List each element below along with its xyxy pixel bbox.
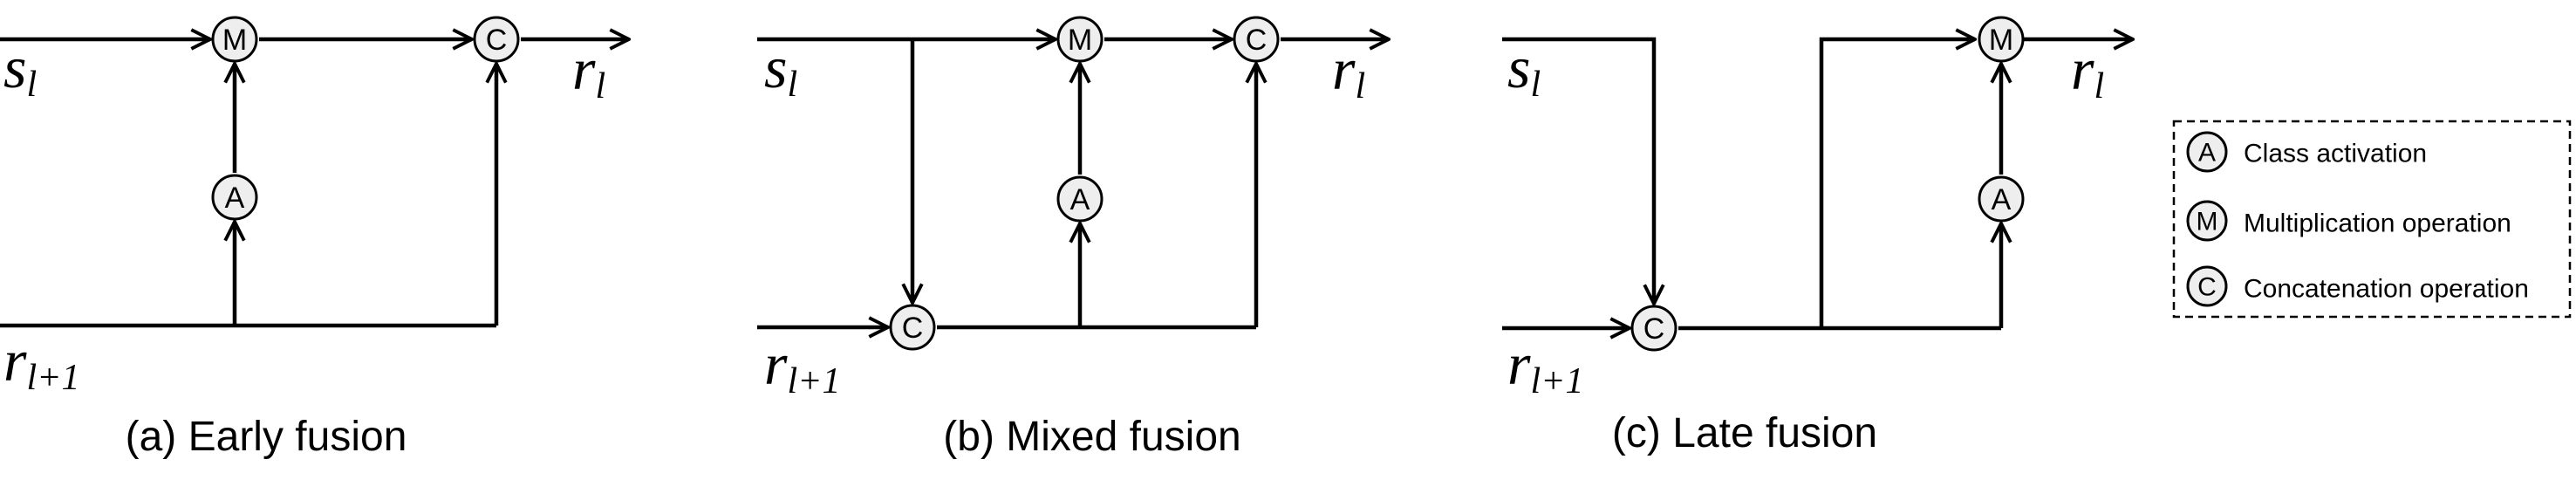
input-s-label: sl <box>764 34 797 105</box>
legend-item-concatenation: C Concatenation operation <box>2186 265 2529 307</box>
svg-text:M: M <box>1068 24 1092 57</box>
node-activation: A <box>1978 175 2025 223</box>
panel-early-fusion: M C A sl rl rl+1 (a) Early fusion <box>0 16 629 460</box>
legend-multiplication-icon <box>2186 200 2228 242</box>
output-r-label: rl <box>1332 36 1365 106</box>
legend-activation-icon <box>2186 131 2228 173</box>
svg-text:A: A <box>1992 183 2012 216</box>
svg-text:A: A <box>225 182 245 215</box>
node-concatenation: C <box>473 16 520 63</box>
svg-text:M: M <box>2197 208 2218 237</box>
wire-s-to-c <box>1502 37 1654 304</box>
legend-box <box>2172 120 2572 319</box>
legend-concatenation-icon <box>2186 265 2228 307</box>
svg-text:C: C <box>486 24 508 57</box>
panel-late-fusion: M A C sl rl rl+1 (c) Late fusion <box>1502 16 2133 456</box>
svg-text:C: C <box>2197 273 2217 302</box>
svg-text:C: C <box>1246 24 1268 57</box>
node-concatenation-output: C <box>1233 16 1280 63</box>
node-activation: A <box>211 174 258 221</box>
svg-text:M: M <box>222 24 247 57</box>
legend: A Class activation M Multiplication oper… <box>2172 120 2572 319</box>
legend-item-multiplication: M Multiplication operation <box>2186 200 2511 242</box>
caption-mixed-fusion: (b) Mixed fusion <box>943 414 1240 460</box>
node-concatenation: C <box>1630 305 1677 352</box>
panel-mixed-fusion: M C A C sl rl rl+1 (b) Mixed fusion <box>757 16 1389 460</box>
legend-label: Class activation <box>2244 140 2427 168</box>
wire-c-to-m <box>1819 39 1975 328</box>
legend-label: Multiplication operation <box>2244 209 2511 238</box>
input-s-label: sl <box>1507 34 1541 105</box>
input-r-label: rl+1 <box>1507 331 1583 401</box>
svg-text:C: C <box>902 312 924 345</box>
svg-text:C: C <box>1643 312 1665 346</box>
node-multiplication: M <box>1978 16 2025 63</box>
legend-item-class-activation: A Class activation <box>2186 131 2427 173</box>
node-multiplication: M <box>211 16 258 63</box>
input-r-label: rl+1 <box>764 331 840 401</box>
node-concatenation-input: C <box>889 304 936 351</box>
output-r-label: rl <box>572 36 605 106</box>
output-r-label: rl <box>2071 36 2104 106</box>
node-multiplication: M <box>1056 16 1104 63</box>
svg-text:A: A <box>1070 183 1090 216</box>
svg-text:M: M <box>1989 24 2013 57</box>
node-activation: A <box>1056 175 1104 223</box>
caption-early-fusion: (a) Early fusion <box>126 414 407 460</box>
svg-text:A: A <box>2198 139 2216 168</box>
caption-late-fusion: (c) Late fusion <box>1612 410 1877 456</box>
input-s-label: sl <box>3 34 37 105</box>
input-r-label: rl+1 <box>3 327 79 398</box>
legend-label: Concatenation operation <box>2244 275 2529 304</box>
